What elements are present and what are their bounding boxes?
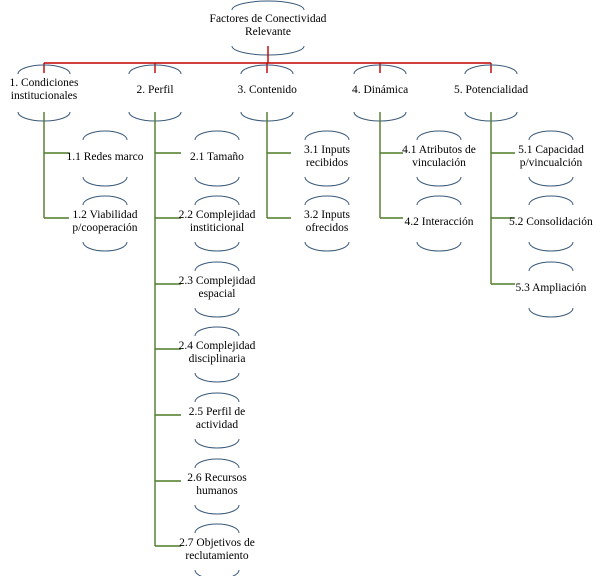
- subnode-2-6-lower-arc: [194, 504, 240, 515]
- subnode-2-2-lower-arc: [194, 241, 240, 252]
- subnode-2-1-label: 2.1 Tamaño: [190, 150, 244, 163]
- subnode-3-1-upper-arc: [304, 130, 350, 141]
- category-condiciones-upper-arc: [17, 64, 71, 75]
- subnode-4-2-lower-arc: [416, 241, 462, 252]
- subnode-2-7-lower-arc: [194, 569, 240, 576]
- subnode-4-2-label: 4.2 Interacción: [404, 215, 474, 228]
- subnode-2-2-upper-arc: [194, 195, 240, 206]
- subnode-2-5-lower-arc: [194, 438, 240, 449]
- subnode-2-6-label: 2.6 Recursos humanos: [187, 472, 247, 497]
- subnode-5-1-lower-arc: [528, 176, 574, 187]
- subnode-2-5-upper-arc: [194, 392, 240, 403]
- subnode-4-2-upper-arc: [416, 195, 462, 206]
- subnode-2-3-upper-arc: [194, 261, 240, 272]
- subnode-1-1-label: 1.1 Redes marco: [66, 150, 144, 163]
- subnode-5-3-upper-arc: [528, 261, 574, 272]
- category-dinamica-upper-arc: [353, 64, 407, 75]
- subnode-2-7-upper-arc: [194, 523, 240, 534]
- subnode-1-2-lower-arc: [82, 241, 128, 252]
- subnode-3-2-lower-arc: [304, 241, 350, 252]
- root-node-label: Factores de Conectividad Relevante: [209, 13, 327, 38]
- subnode-2-6-upper-arc: [194, 458, 240, 469]
- category-potencialidad-upper-arc: [464, 64, 518, 75]
- subnode-4-1-upper-arc: [416, 130, 462, 141]
- subnode-2-1-upper-arc: [194, 130, 240, 141]
- subnode-2-2-label: 2.2 Complejidad institicional: [178, 209, 256, 234]
- subnode-2-3-lower-arc: [194, 307, 240, 318]
- subnode-2-1-lower-arc: [194, 176, 240, 187]
- subnode-2-5-label: 2.5 Perfil de actividad: [188, 406, 246, 431]
- subnode-2-3-label: 2.3 Complejidad espacial: [178, 275, 256, 300]
- subnode-2-4-upper-arc: [194, 326, 240, 337]
- category-potencialidad-label: 5. Potencialidad: [454, 83, 529, 96]
- root-node-upper-arc: [231, 0, 305, 11]
- category-perfil-label: 2. Perfil: [136, 83, 174, 96]
- subnode-5-3-lower-arc: [528, 307, 574, 318]
- subnode-3-2-label: 3.2 Inputs ofrecidos: [304, 209, 350, 234]
- subnode-1-1-lower-arc: [82, 176, 128, 187]
- subnode-5-2-label: 5.2 Consolidación: [509, 215, 593, 228]
- category-contenido-label: 3. Contenido: [237, 83, 297, 96]
- category-dinamica-label: 4. Dinámica: [352, 83, 409, 96]
- category-condiciones-label: 1. Condiciones institucionales: [9, 77, 79, 102]
- subnode-5-1-label: 5.1 Capacidad p/vincualción: [518, 144, 584, 169]
- category-contenido-upper-arc: [240, 64, 294, 75]
- subnode-5-2-lower-arc: [528, 241, 574, 252]
- subnode-1-1-upper-arc: [82, 130, 128, 141]
- subnode-5-2-upper-arc: [528, 195, 574, 206]
- subnode-2-4-label: 2.4 Complejidad disciplinaria: [178, 340, 256, 365]
- subnode-2-7-label: 2.7 Objetivos de reclutamiento: [179, 537, 255, 562]
- subnode-4-1-label: 4.1 Atributos de vinculación: [402, 144, 476, 169]
- subnode-4-1-lower-arc: [416, 176, 462, 187]
- subnode-3-2-upper-arc: [304, 195, 350, 206]
- subnode-1-2-upper-arc: [82, 195, 128, 206]
- subnode-3-1-lower-arc: [304, 176, 350, 187]
- subnode-2-4-lower-arc: [194, 372, 240, 383]
- subnode-1-2-label: 1.2 Viabilidad p/cooperación: [72, 209, 138, 234]
- subnode-3-1-label: 3.1 Inputs recibidos: [304, 144, 350, 169]
- subnode-5-1-upper-arc: [528, 130, 574, 141]
- category-perfil-upper-arc: [128, 64, 182, 75]
- subnode-5-3-label: 5.3 Ampliación: [515, 281, 587, 294]
